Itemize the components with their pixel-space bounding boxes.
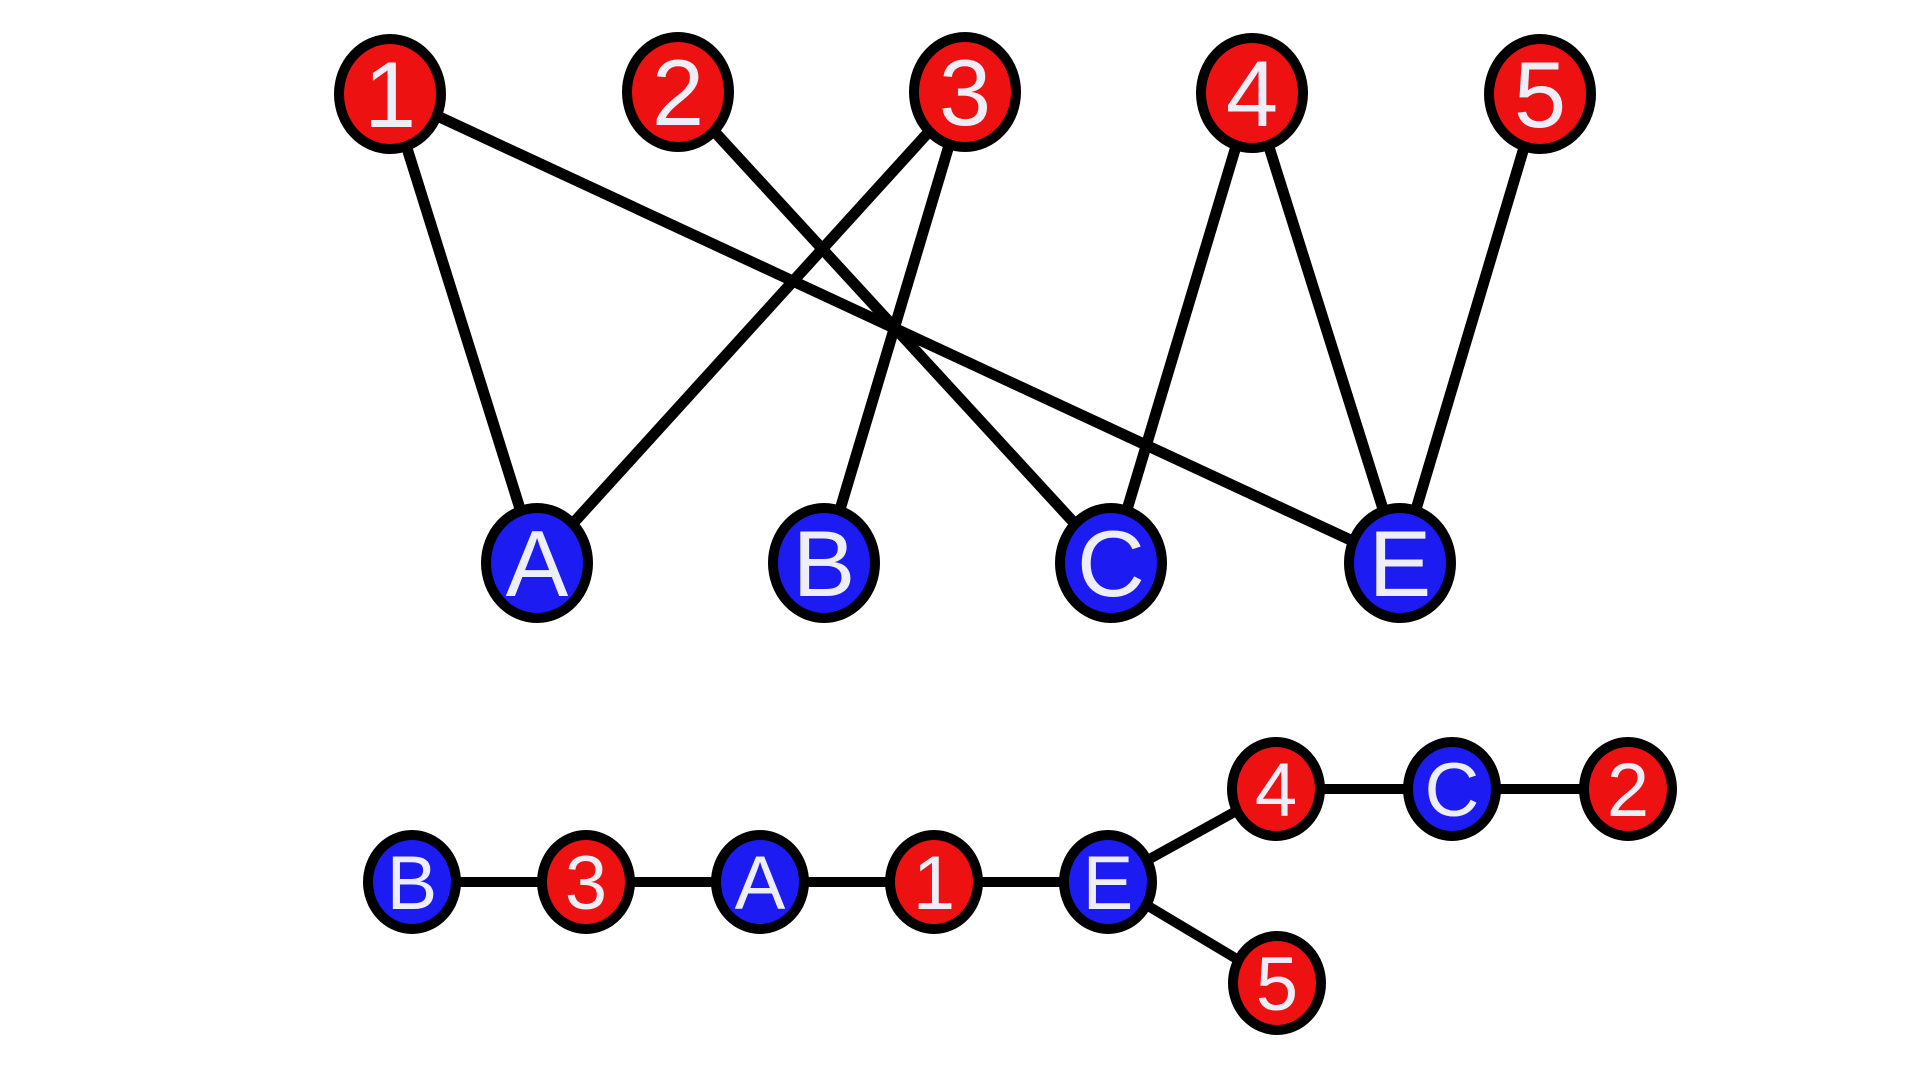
bipartite-graph-node-circle-A <box>481 503 593 623</box>
bipartite-graph-edge-3-A <box>531 86 971 569</box>
tree-graph-node-B: B <box>363 830 461 934</box>
bipartite-graph-node-B: B <box>768 503 880 623</box>
bipartite-graph-edge-4-C <box>1105 87 1258 569</box>
bipartite-graph-edge-3-B <box>818 86 971 569</box>
bipartite-graph-node-circle-3 <box>909 32 1021 152</box>
bipartite-graph-edge-1-A <box>384 88 543 569</box>
tree-graph-node-circle-A <box>711 830 809 934</box>
bipartite-graph-node-circle-2 <box>622 32 734 152</box>
tree-graph-node-5: 5 <box>1228 931 1326 1035</box>
bipartite-graph-node-A: A <box>481 503 593 623</box>
bipartite-graph-node-2: 2 <box>622 32 734 152</box>
bipartite-graph-node-circle-C <box>1055 503 1167 623</box>
tree-graph-node-circle-3 <box>537 830 635 934</box>
bipartite-graph-node-circle-4 <box>1196 33 1308 153</box>
bipartite-graph-node-circle-E <box>1344 503 1456 623</box>
tree-graph-node-circle-1 <box>885 830 983 934</box>
tree-graph-node-circle-B <box>363 830 461 934</box>
bipartite-graph-node-4: 4 <box>1196 33 1308 153</box>
tree-graph-node-circle-4 <box>1227 737 1325 841</box>
bipartite-graph-edge-5-E <box>1394 88 1546 569</box>
tree-graph-node-A: A <box>711 830 809 934</box>
tree-graph-node-circle-2 <box>1579 737 1677 841</box>
bipartite-graph-edge-4-E <box>1246 87 1406 569</box>
bipartite-graph-node-E: E <box>1344 503 1456 623</box>
bipartite-graph-node-circle-5 <box>1484 34 1596 154</box>
tree-graph-node-1: 1 <box>885 830 983 934</box>
tree-graph-node-circle-C <box>1403 737 1501 841</box>
tree-graph-node-4: 4 <box>1227 737 1325 841</box>
bipartite-graph-node-5: 5 <box>1484 34 1596 154</box>
bipartite-graph-node-3: 3 <box>909 32 1021 152</box>
tree-graph-node-3: 3 <box>537 830 635 934</box>
tree-graph-node-E: E <box>1059 830 1157 934</box>
tree-graph-node-circle-5 <box>1228 931 1326 1035</box>
tree-graph-node-circle-E <box>1059 830 1157 934</box>
bipartite-graph: 1 2 3 4 5A B C E <box>334 32 1596 623</box>
bipartite-graph-node-1: 1 <box>334 34 446 154</box>
bipartite-graph-node-circle-1 <box>334 34 446 154</box>
tree-graph-node-2: 2 <box>1579 737 1677 841</box>
bipartite-graph-node-C: C <box>1055 503 1167 623</box>
tree-graph-node-C: C <box>1403 737 1501 841</box>
bipartite-graph-node-circle-B <box>768 503 880 623</box>
